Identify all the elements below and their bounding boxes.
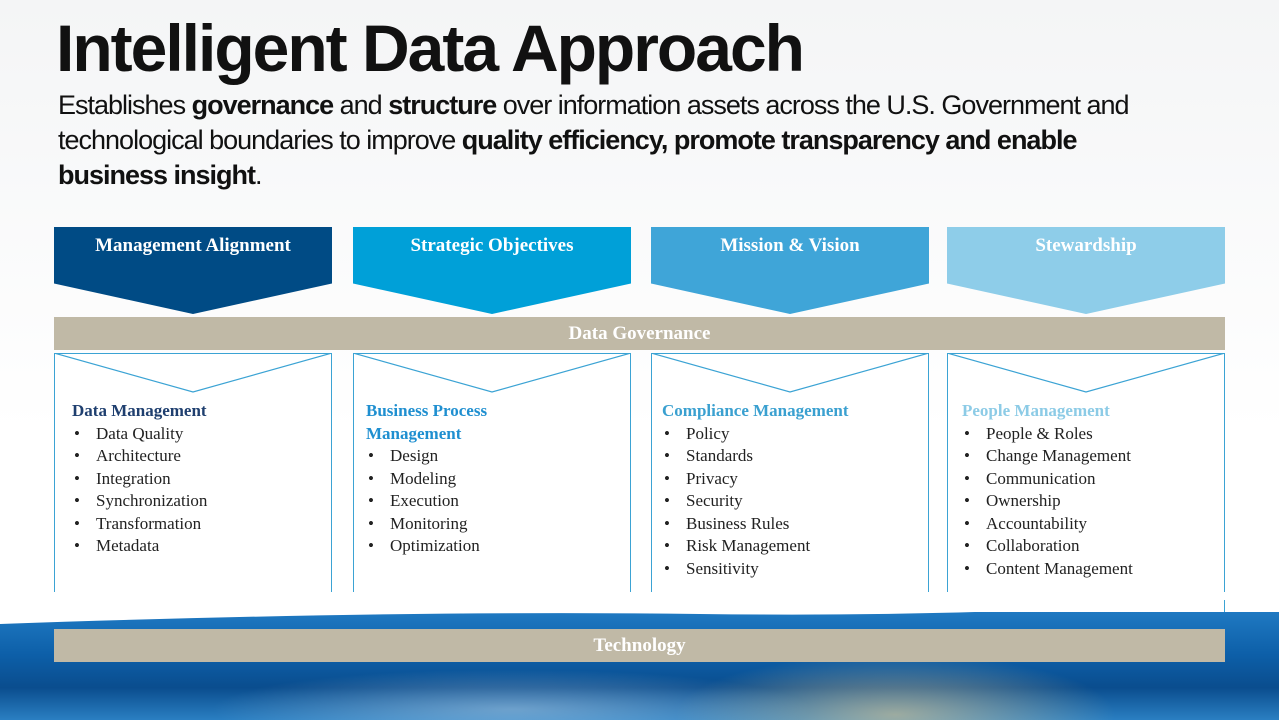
card-heading: Data Management	[72, 401, 207, 420]
list-item: Execution	[366, 490, 622, 513]
card-list: People & RolesChange ManagementCommunica…	[962, 423, 1216, 581]
list-item: Privacy	[662, 468, 920, 491]
list-item: Sensitivity	[662, 558, 920, 581]
card-heading: Compliance Management	[662, 401, 849, 420]
list-item: Communication	[962, 468, 1216, 491]
list-item: Design	[366, 445, 622, 468]
list-item: Optimization	[366, 535, 622, 558]
list-item: Change Management	[962, 445, 1216, 468]
card-people-management: People Management People & RolesChange M…	[947, 353, 1225, 613]
card-list: PolicyStandardsPrivacySecurityBusiness R…	[662, 423, 920, 581]
pillar-chevron: Management Alignment	[54, 227, 332, 314]
pillar-label: Stewardship	[1035, 235, 1137, 256]
list-item: Integration	[72, 468, 323, 491]
card-compliance-management: Compliance Management PolicyStandardsPri…	[651, 353, 929, 613]
list-item: Architecture	[72, 445, 323, 468]
technology-bar: Technology	[54, 629, 1225, 662]
pillar-label: Strategic Objectives	[410, 235, 574, 256]
list-item: Security	[662, 490, 920, 513]
list-item: Ownership	[962, 490, 1216, 513]
list-item: Business Rules	[662, 513, 920, 536]
card-heading: Business Process Management	[366, 401, 488, 443]
pillar-chevron: Mission & Vision	[651, 227, 929, 314]
slide-subtitle: Establishes governance and structure ove…	[58, 90, 1130, 190]
list-item: Collaboration	[962, 535, 1216, 558]
card-notch	[947, 353, 1225, 393]
list-item: Transformation	[72, 513, 323, 536]
card-list: DesignModelingExecutionMonitoringOptimiz…	[366, 445, 622, 558]
card-notch	[353, 353, 631, 393]
card-heading: People Management	[962, 401, 1110, 420]
list-item: Accountability	[962, 513, 1216, 536]
pillar-chevron: Stewardship	[947, 227, 1225, 314]
list-item: Content Management	[962, 558, 1216, 581]
list-item: Policy	[662, 423, 920, 446]
list-item: People & Roles	[962, 423, 1216, 446]
list-item: Standards	[662, 445, 920, 468]
list-item: Synchronization	[72, 490, 323, 513]
pillar-label: Mission & Vision	[720, 235, 860, 256]
list-item: Metadata	[72, 535, 323, 558]
card-notch	[54, 353, 332, 393]
list-item: Modeling	[366, 468, 622, 491]
card-data-management: Data Management Data QualityArchitecture…	[54, 353, 332, 613]
list-item: Risk Management	[662, 535, 920, 558]
slide-title: Intelligent Data Approach	[56, 11, 805, 85]
pillar-chevron: Strategic Objectives	[353, 227, 631, 314]
pillar-label: Management Alignment	[95, 235, 291, 256]
card-business-process-management: Business Process Management DesignModeli…	[353, 353, 631, 613]
list-item: Monitoring	[366, 513, 622, 536]
data-governance-bar: Data Governance	[54, 317, 1225, 350]
footer-curve	[0, 592, 1279, 624]
list-item: Data Quality	[72, 423, 323, 446]
card-notch	[651, 353, 929, 393]
card-list: Data QualityArchitectureIntegrationSynch…	[72, 423, 323, 558]
